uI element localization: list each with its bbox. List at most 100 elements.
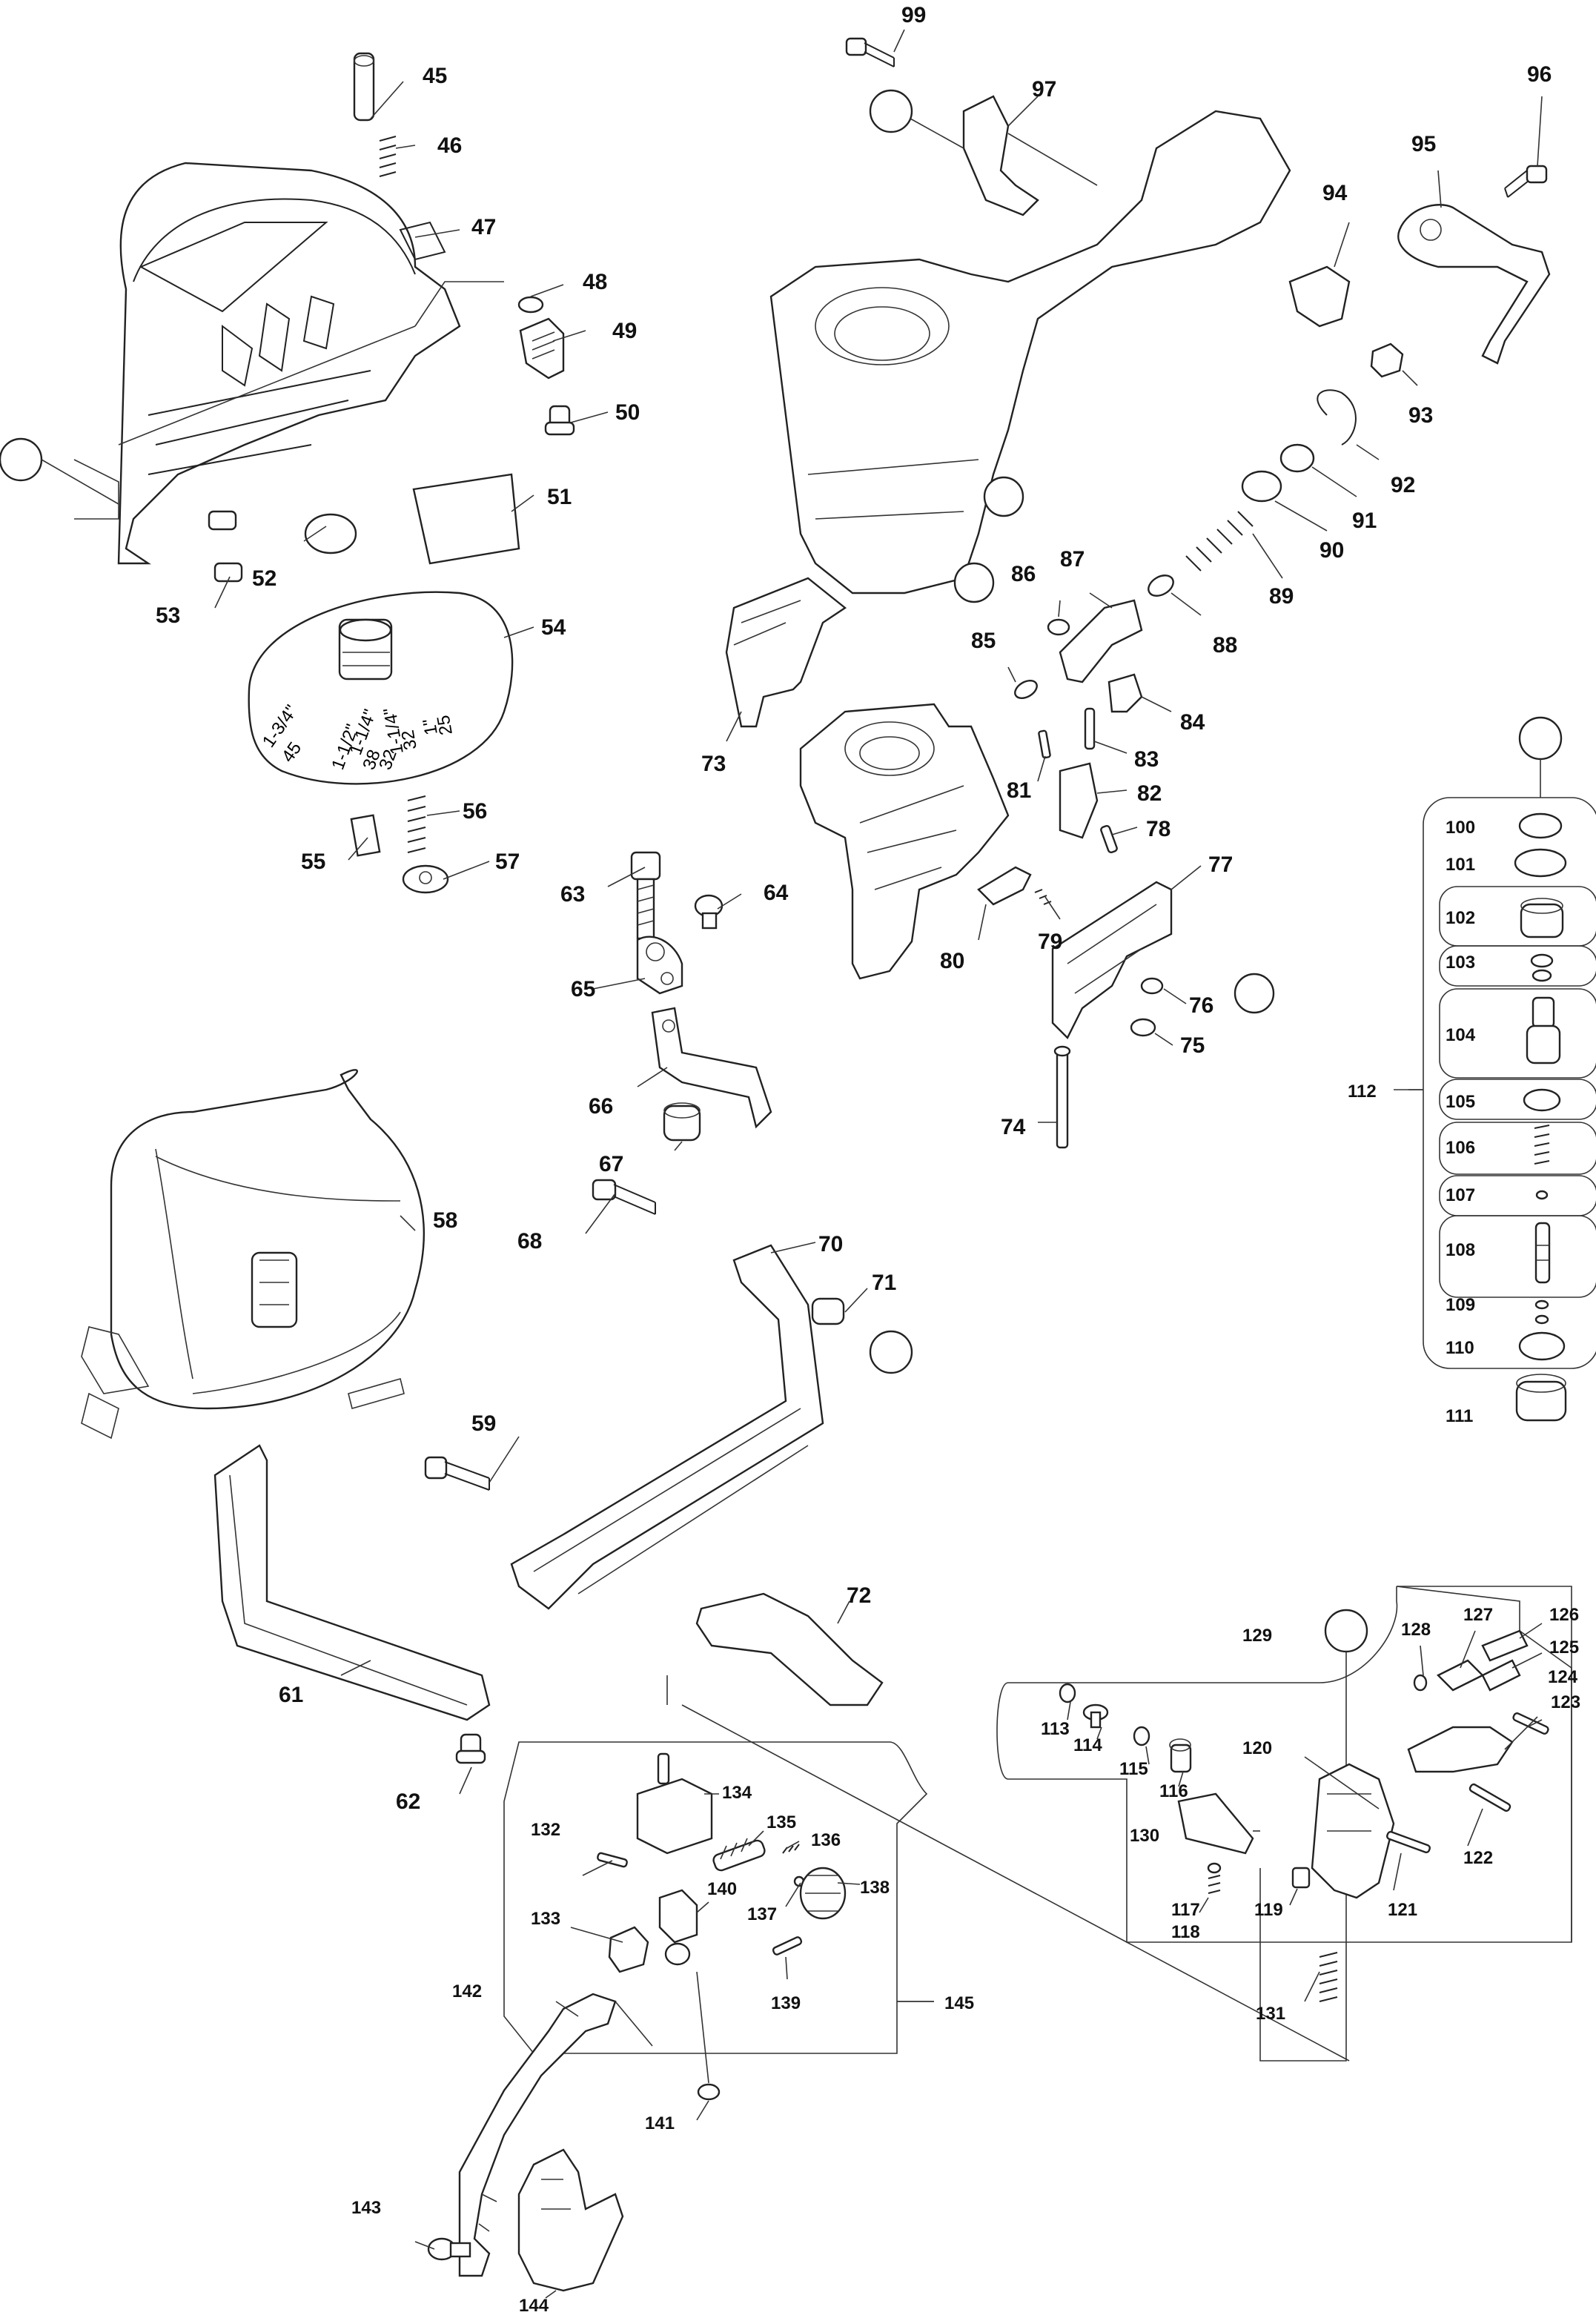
part-58-magazine-body <box>81 1069 425 1440</box>
part-57-collar <box>402 864 449 894</box>
part-67-sleeve <box>663 1102 701 1142</box>
reference-circle <box>1324 1609 1368 1653</box>
callout-82: 82 <box>1137 781 1162 806</box>
callout-122: 122 <box>1463 1848 1493 1868</box>
callout-128: 128 <box>1401 1620 1431 1640</box>
part-101-o-ring <box>1514 848 1567 878</box>
part-50-screw <box>544 405 575 436</box>
reference-circle <box>869 89 913 133</box>
callout-76: 76 <box>1189 993 1213 1018</box>
part-122-pin <box>1468 1783 1511 1812</box>
callout-132: 132 <box>531 1820 560 1840</box>
dial-marking-8: 32 <box>398 729 421 752</box>
part-144-nose <box>517 2148 624 2292</box>
callout-129: 129 <box>1242 1626 1272 1646</box>
callout-85: 85 <box>971 629 996 653</box>
callout-141: 141 <box>645 2113 675 2133</box>
callout-64: 64 <box>764 881 789 905</box>
part-116-plunger <box>1169 1738 1192 1773</box>
callout-68: 68 <box>517 1229 542 1254</box>
callout-107: 107 <box>1446 1185 1475 1205</box>
callout-45: 45 <box>423 64 447 88</box>
reference-circle <box>953 562 995 603</box>
part-90-washer <box>1241 470 1282 503</box>
part-127-lever <box>1436 1659 1485 1692</box>
callout-142: 142 <box>452 1981 482 2001</box>
part-86-washer <box>1047 618 1070 636</box>
callout-100: 100 <box>1446 818 1475 838</box>
part-143-screw <box>427 2237 471 2261</box>
part-114-pin <box>1082 1703 1109 1729</box>
callout-101: 101 <box>1446 855 1475 875</box>
part-107-ball <box>1535 1190 1549 1200</box>
part-132-pin <box>597 1852 628 1868</box>
callout-91: 91 <box>1352 509 1377 533</box>
callout-49: 49 <box>612 319 637 343</box>
part-71-collar <box>811 1297 845 1325</box>
callout-52: 52 <box>252 566 277 591</box>
dial-marking-9: 1" <box>420 717 442 736</box>
main-body <box>769 110 1291 595</box>
part-65-link <box>636 936 683 995</box>
part-77-contact-arm <box>1051 881 1173 1040</box>
part-108-plunger <box>1534 1222 1551 1284</box>
callout-140: 140 <box>707 1879 737 1899</box>
part-103-o-ring <box>1530 953 1554 968</box>
part-53-screws <box>208 510 243 583</box>
part-141-washer <box>697 2083 721 2101</box>
callout-81: 81 <box>1007 778 1031 803</box>
callout-75: 75 <box>1180 1033 1205 1058</box>
part-109-o-ring <box>1534 1299 1549 1310</box>
reference-circle <box>869 1330 913 1374</box>
callout-62: 62 <box>396 1789 420 1814</box>
callout-94: 94 <box>1322 181 1348 205</box>
callout-119: 119 <box>1254 1900 1283 1920</box>
callout-47: 47 <box>471 215 496 239</box>
part-125-link <box>1481 1659 1521 1692</box>
part-87-trigger-valve <box>1059 599 1143 683</box>
part-73-guard <box>725 577 847 728</box>
callout-145: 145 <box>944 1993 974 2013</box>
part-56-spring <box>407 795 426 853</box>
callout-78: 78 <box>1146 817 1170 841</box>
part-62-screw <box>455 1733 486 1764</box>
callout-56: 56 <box>463 799 487 824</box>
part-76-washer <box>1140 977 1164 995</box>
dial-marking-10: 25 <box>434 714 457 737</box>
callout-84: 84 <box>1180 710 1205 735</box>
part-45-pin <box>353 52 375 122</box>
part-115-spring <box>1133 1726 1150 1746</box>
reference-circle <box>983 476 1024 517</box>
callout-120: 120 <box>1242 1738 1272 1758</box>
callout-115: 115 <box>1119 1759 1148 1779</box>
part-84-plate <box>1107 673 1143 713</box>
part-68-bolt <box>592 1179 656 1215</box>
part-99-screw <box>845 37 895 67</box>
callout-104: 104 <box>1446 1025 1476 1045</box>
callout-134: 134 <box>722 1783 752 1803</box>
callout-54: 54 <box>541 615 566 640</box>
part-145-contact-assembly <box>503 1675 1350 2062</box>
callout-51: 51 <box>547 485 572 509</box>
part-83-pin <box>1084 707 1096 750</box>
leader-lines <box>214 29 1543 2299</box>
part-59-bolt <box>424 1456 490 1491</box>
part-112-repair-kit <box>1394 716 1596 1422</box>
part-102-valve-seat <box>1520 898 1564 938</box>
callout-63: 63 <box>560 882 585 907</box>
callout-88: 88 <box>1213 633 1237 658</box>
part-113-pin <box>1059 1683 1076 1703</box>
callout-74: 74 <box>1001 1115 1026 1139</box>
part-54-adjustment-dial: 1-3/4" 45 1-1/2" 1-1/4" 38 32 1-1/4" 32 … <box>248 591 514 785</box>
callout-89: 89 <box>1269 584 1294 609</box>
callout-59: 59 <box>471 1411 496 1436</box>
callout-95: 95 <box>1411 132 1436 156</box>
callout-70: 70 <box>818 1232 843 1256</box>
part-48-washer <box>517 296 544 314</box>
part-46-spring <box>379 136 397 177</box>
callout-136: 136 <box>811 1830 841 1850</box>
callout-83: 83 <box>1134 747 1159 772</box>
part-142-contact-arm <box>458 1993 617 2277</box>
callout-113: 113 <box>1041 1719 1070 1739</box>
